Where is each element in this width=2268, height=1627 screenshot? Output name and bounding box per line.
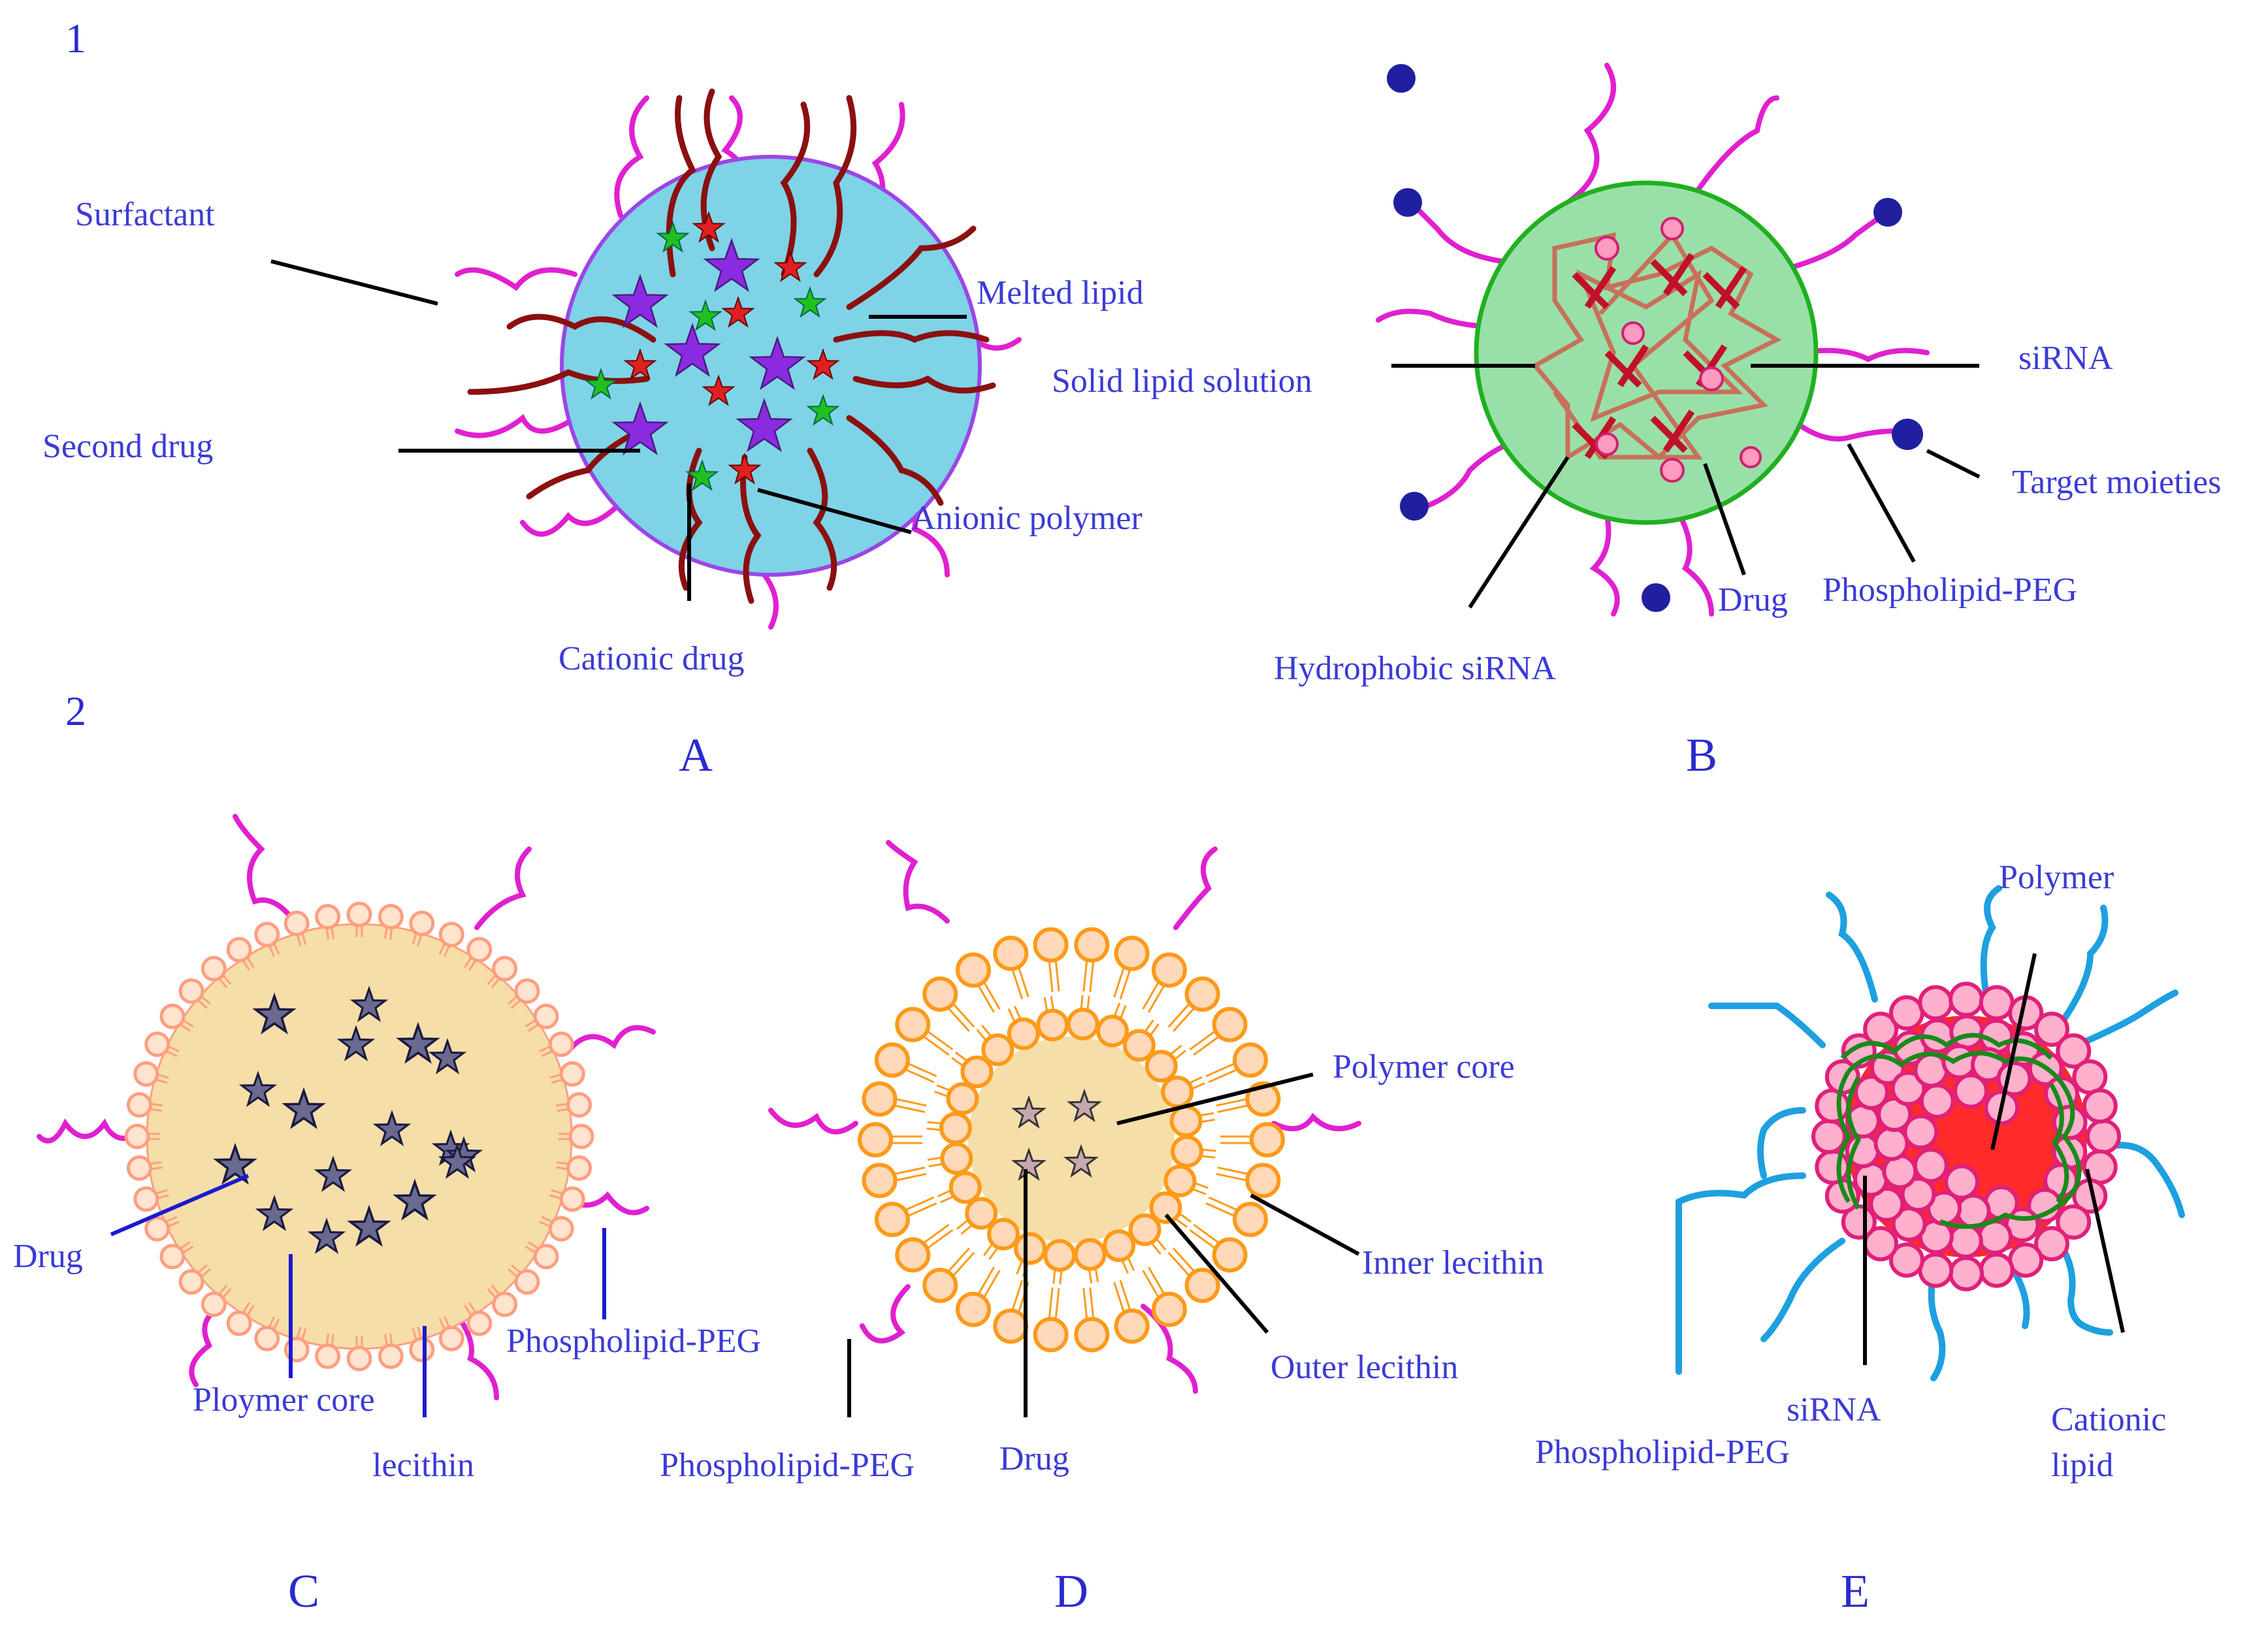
inner-lecithin-leader xyxy=(1250,1193,1360,1256)
label-drug-d: Drug xyxy=(999,1440,1069,1477)
label-hydrophobic-sirna: Hydrophobic siRNA xyxy=(1274,650,1556,687)
polymer-core-leader xyxy=(1116,1072,1314,1125)
label-sirna-b: siRNA xyxy=(2018,340,2113,377)
polymer-core-d xyxy=(968,1037,1174,1243)
label-lipid: lipid xyxy=(2051,1447,2113,1484)
label-phospholipid-peg-e: Phospholipid-PEG xyxy=(1535,1434,1790,1471)
label-drug-b: Drug xyxy=(1718,581,1788,619)
label-lecithin: lecithin xyxy=(372,1447,474,1484)
surfactant-leader xyxy=(270,259,438,306)
phospholipid-peg-leader-b xyxy=(1847,443,1916,563)
drug-leader-c xyxy=(110,1174,250,1236)
panel-e: Polymer siRNA Cationic lipid Phospholipi… xyxy=(1535,859,2185,1617)
label-ploymer-core: Ploymer core xyxy=(193,1381,375,1419)
panel-d: Polymer core Inner lecithin Outer lecith… xyxy=(660,840,1544,1617)
polymer-leader xyxy=(1990,953,2037,1150)
section-number-1: 1 xyxy=(65,15,86,61)
panel-b-letter: B xyxy=(1686,729,1717,781)
label-melted-lipid: Melted lipid xyxy=(977,274,1144,312)
anionic-polymer-leader xyxy=(757,488,912,534)
label-anionic-polymer: Anionic polymer xyxy=(911,500,1142,537)
section-number-2: 2 xyxy=(65,688,86,734)
label-polymer-core: Polymer core xyxy=(1333,1048,1515,1086)
label-cationic-drug: Cationic drug xyxy=(559,640,745,677)
lecithin-bilayer-d xyxy=(858,927,1285,1353)
lecithin-layer-c xyxy=(124,901,594,1372)
panel-b: Solid lipid solution siRNA Target moieti… xyxy=(1052,63,2221,781)
target-moieties xyxy=(1387,64,1923,612)
outer-lecithin-leader xyxy=(1164,1214,1269,1334)
label-second-drug: Second drug xyxy=(42,428,213,465)
label-polymer: Polymer xyxy=(1999,859,2114,896)
panel-d-letter: D xyxy=(1054,1565,1088,1617)
panel-c-letter: C xyxy=(288,1565,319,1617)
panel-e-letter: E xyxy=(1841,1565,1870,1617)
hydrophobic-sirna-leader xyxy=(1468,456,1570,609)
label-outer-lecithin: Outer lecithin xyxy=(1271,1349,1458,1386)
label-surfactant: Surfactant xyxy=(75,196,215,233)
label-solid-lipid-solution: Solid lipid solution xyxy=(1052,362,1312,400)
ploymer-core-c xyxy=(146,923,573,1350)
drug-leader-b xyxy=(1703,463,1746,575)
panel-a: Surfactant Melted lipid Second drug Anio… xyxy=(42,88,1144,781)
inner-lecithin-layer xyxy=(926,995,1216,1285)
panel-b-peg-chains xyxy=(1376,63,1930,617)
label-inner-lecithin: Inner lecithin xyxy=(1362,1244,1544,1281)
cationic-lipid-leader xyxy=(2085,1168,2125,1333)
target-moieties-leader xyxy=(1926,449,1981,479)
label-phospholipid-peg-c: Phospholipid-PEG xyxy=(506,1323,761,1360)
panel-a-letter: A xyxy=(679,729,713,781)
panel-b-drug-beads xyxy=(1595,217,1762,483)
anionic-polymer-chains xyxy=(467,88,996,604)
label-phospholipid-peg-b: Phospholipid-PEG xyxy=(1822,572,2077,609)
panel-c: Drug Ploymer core lecithin Phospholipid-… xyxy=(13,814,761,1617)
label-cationic: Cationic xyxy=(2051,1401,2166,1438)
label-drug-c: Drug xyxy=(13,1238,83,1275)
label-sirna-e: siRNA xyxy=(1787,1391,1881,1428)
label-phospholipid-peg-d: Phospholipid-PEG xyxy=(660,1447,915,1484)
label-target-moieties: Target moieties xyxy=(2012,464,2221,501)
